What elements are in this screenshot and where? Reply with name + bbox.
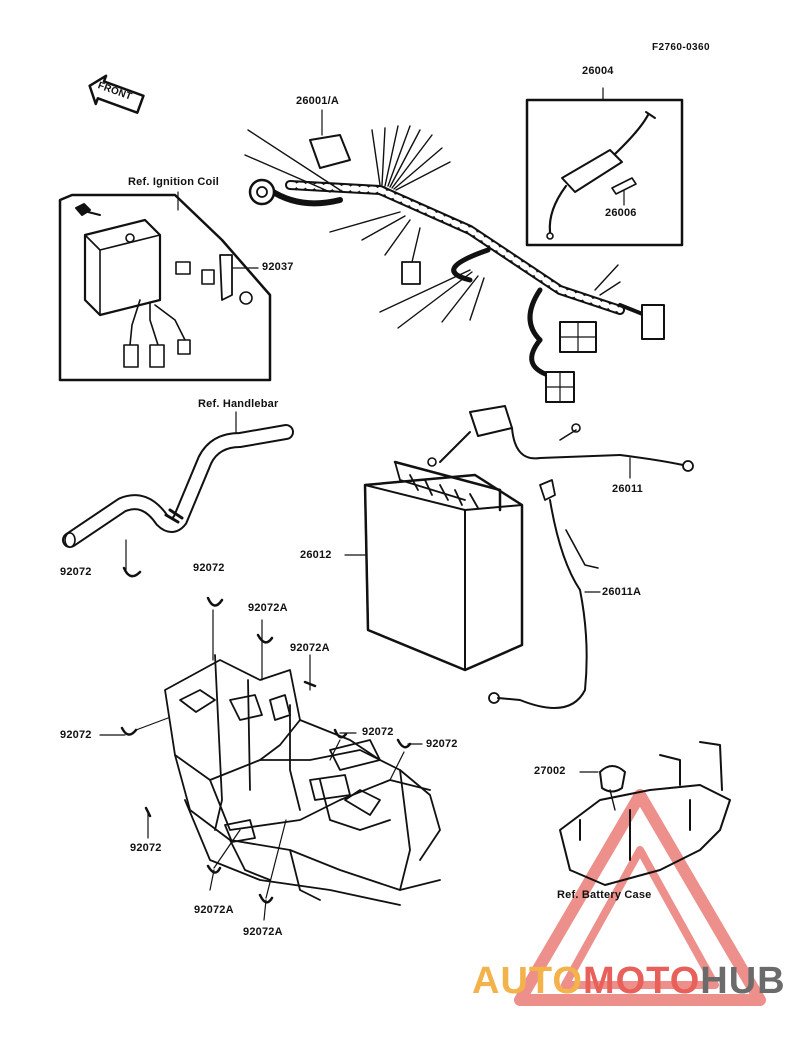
fuse-holder-box bbox=[525, 87, 684, 247]
watermark-hub: HUB bbox=[700, 960, 786, 1002]
front-arrow-icon bbox=[88, 74, 145, 114]
part-26004: 26004 bbox=[582, 65, 614, 77]
part-92072A-1: 92072A bbox=[248, 602, 288, 614]
ignition-coil-box bbox=[58, 193, 272, 382]
part-26011: 26011 bbox=[612, 483, 643, 495]
wiring-harness bbox=[244, 109, 665, 403]
ref-ignition-coil: Ref. Ignition Coil bbox=[128, 176, 219, 188]
part-27002: 27002 bbox=[534, 765, 566, 777]
battery bbox=[344, 405, 694, 709]
part-92072-left: 92072 bbox=[60, 729, 92, 741]
watermark-logo: AUTOMOTOHUB bbox=[472, 960, 786, 1003]
part-92072A-4: 92072A bbox=[243, 926, 283, 938]
part-92037: 92037 bbox=[262, 261, 294, 273]
part-92072A-2: 92072A bbox=[290, 642, 330, 654]
frame bbox=[164, 654, 441, 906]
clamps bbox=[99, 596, 423, 921]
part-26001A: 26001/A bbox=[296, 95, 339, 107]
watermark-triangle bbox=[514, 789, 766, 1006]
part-92072-right: 92072 bbox=[426, 738, 458, 750]
part-26011A: 26011A bbox=[602, 586, 642, 598]
ref-battery-case: Ref. Battery Case bbox=[557, 889, 652, 901]
ref-handlebar: Ref. Handlebar bbox=[198, 398, 279, 410]
battery-case bbox=[559, 741, 731, 886]
part-92072-mid: 92072 bbox=[362, 726, 394, 738]
part-92072A-3: 92072A bbox=[194, 904, 234, 916]
part-26012: 26012 bbox=[300, 549, 332, 561]
part-92072-top: 92072 bbox=[193, 562, 225, 574]
watermark-auto: AUTO bbox=[472, 960, 583, 1002]
handlebar bbox=[62, 411, 294, 578]
part-92072-bottom: 92072 bbox=[130, 842, 162, 854]
figure-code: F2760-0360 bbox=[652, 42, 710, 53]
watermark-moto: MOTO bbox=[582, 960, 701, 1002]
part-92072-handlebar: 92072 bbox=[60, 566, 92, 578]
part-26006: 26006 bbox=[605, 207, 637, 219]
